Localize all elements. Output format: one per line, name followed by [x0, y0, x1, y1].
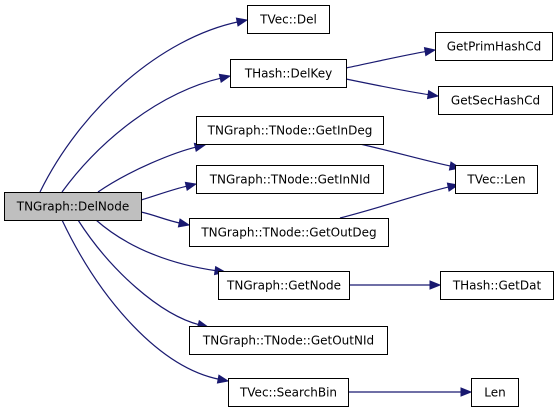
node-box[interactable]: [440, 271, 554, 300]
edge-arrowhead: [184, 181, 198, 191]
edge-arrowhead: [460, 387, 473, 397]
node-getoutnid[interactable]: TNGraph::TNode::GetOutNId: [189, 326, 388, 355]
edge-line: [95, 219, 218, 272]
node-label: TNGraph::DelNode: [16, 200, 129, 214]
node-getnode[interactable]: TNGraph::GetNode: [218, 271, 350, 300]
node-tvec-len[interactable]: TVec::Len: [455, 165, 538, 194]
node-label: TVec::Len: [466, 173, 525, 187]
node-label: TNGraph::TNode::GetOutDeg: [200, 226, 376, 240]
node-delnode[interactable]: TNGraph::DelNode: [4, 192, 142, 221]
edge-delnode-to-searchbin: [61, 219, 230, 384]
node-label: TVec::SearchBin: [239, 386, 337, 400]
edge-thash_delkey-to-getprimhashcd: [345, 47, 437, 69]
edge-line: [345, 50, 428, 69]
edge-line: [339, 186, 451, 219]
node-box[interactable]: [189, 326, 388, 355]
node-box[interactable]: [196, 165, 384, 194]
edge-line: [140, 211, 182, 224]
node-box[interactable]: [471, 378, 519, 407]
node-searchbin[interactable]: TVec::SearchBin: [228, 378, 349, 407]
node-getinnid[interactable]: TNGraph::TNode::GetInNId: [196, 165, 384, 194]
node-getprimhashcd[interactable]: GetPrimHashCd: [435, 32, 553, 61]
node-label: TNGraph::TNode::GetInNId: [209, 173, 371, 187]
node-label: GetPrimHashCd: [447, 40, 542, 54]
call-graph-edges: [39, 17, 473, 397]
edge-arrowhead: [429, 280, 442, 290]
node-label: TNGraph::TNode::GetOutNId: [202, 334, 374, 348]
node-label: TVec::Del: [259, 13, 317, 27]
node-box[interactable]: [455, 165, 538, 194]
edge-line: [77, 219, 201, 326]
node-box[interactable]: [435, 32, 553, 61]
edge-arrowhead: [426, 89, 440, 100]
node-box[interactable]: [196, 116, 384, 145]
edge-line: [140, 185, 189, 201]
edge-line: [359, 143, 453, 168]
node-box[interactable]: [4, 192, 142, 221]
node-label: TNGraph::TNode::GetInDeg: [207, 124, 373, 138]
edge-line: [39, 21, 240, 193]
node-thash-delkey[interactable]: THash::DelKey: [230, 59, 347, 88]
node-label: THash::DelKey: [244, 67, 332, 81]
node-label: GetSecHashCd: [451, 94, 540, 108]
node-len[interactable]: Len: [471, 378, 519, 407]
edge-line: [61, 77, 223, 193]
edge-arrowhead: [423, 47, 437, 57]
call-graph-nodes: TNGraph::DelNodeTVec::DelTHash::DelKeyGe…: [4, 5, 554, 407]
edge-delnode-to-thash_delkey: [61, 73, 232, 193]
edge-delnode-to-tvec_del: [39, 17, 249, 193]
node-tvec-del[interactable]: TVec::Del: [247, 5, 330, 34]
edge-arrowhead: [235, 17, 249, 27]
edge-line: [97, 146, 198, 193]
node-getoutdeg[interactable]: TNGraph::TNode::GetOutDeg: [189, 218, 389, 247]
edge-arrowhead: [218, 73, 232, 83]
edge-thash_delkey-to-getsechashcd: [345, 78, 440, 100]
edge-line: [61, 219, 221, 381]
edge-delnode-to-getinnid: [140, 181, 198, 201]
node-box[interactable]: [189, 218, 389, 247]
node-box[interactable]: [230, 59, 347, 88]
edge-delnode-to-getoutnid: [77, 219, 210, 330]
node-box[interactable]: [228, 378, 349, 407]
edge-searchbin-to-len: [348, 387, 473, 397]
edge-delnode-to-getoutdeg: [140, 211, 191, 228]
node-box[interactable]: [438, 86, 553, 115]
node-label: THash::GetDat: [452, 279, 542, 293]
node-box[interactable]: [247, 5, 330, 34]
edge-arrowhead: [177, 218, 191, 228]
node-label: Len: [484, 386, 505, 400]
node-getsechashcd[interactable]: GetSecHashCd: [438, 86, 553, 115]
edge-getnode-to-thash_getdat: [349, 280, 442, 290]
edge-line: [345, 78, 431, 96]
node-label: TNGraph::GetNode: [226, 279, 341, 293]
edge-arrowhead: [216, 374, 230, 384]
node-box[interactable]: [218, 271, 350, 300]
node-getindeg[interactable]: TNGraph::TNode::GetInDeg: [196, 116, 384, 145]
node-thash-getdat[interactable]: THash::GetDat: [440, 271, 554, 300]
